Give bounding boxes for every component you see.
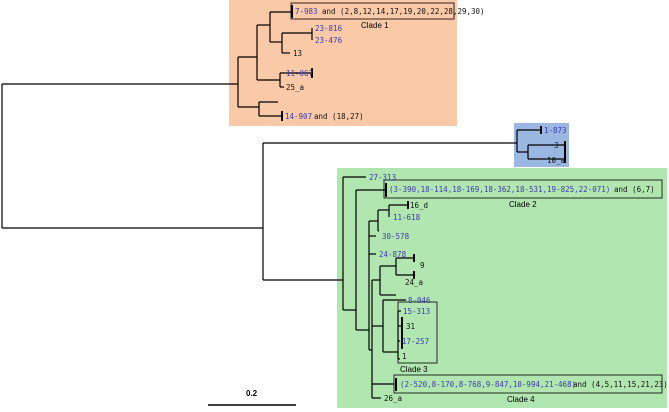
clade-2-box — [383, 179, 663, 199]
leaf-label-25-a: 25_a — [286, 83, 304, 92]
clade-4-label: Clade 4 — [507, 395, 535, 404]
scale-bar-label: 0.2 — [246, 389, 258, 398]
leaf-label-24-878: 24-878 — [379, 250, 407, 259]
leaf-label-1-873: 1-873 — [544, 126, 567, 135]
leaf-label-clade2-group: (3-390,18-114,18-169,18-362,18-531,19-82… — [389, 185, 610, 194]
clade-3-label: Clade 3 — [400, 365, 428, 374]
clade-2-label: Clade 2 — [509, 200, 537, 209]
clade-2-region — [337, 168, 667, 408]
collapsed-clade-ticks — [281, 5, 566, 391]
leaf-label-17-257: 17-257 — [402, 337, 429, 346]
leaf-label-11-618: 11-618 — [393, 213, 421, 222]
leaf-label-26-a: 26_a — [384, 394, 402, 403]
leaf-label-9: 9 — [420, 261, 425, 270]
leaf-label-14-907-group: and (18,27) — [314, 112, 364, 121]
leaf-label-11-067: 11-067 — [286, 69, 313, 78]
leaf-label-30-578: 30-578 — [382, 232, 410, 241]
leaf-label-3: 3 — [554, 141, 559, 150]
leaf-label-16-d: 16_d — [410, 201, 428, 210]
leaf-label-clade2-extra: and (6,7) — [614, 185, 655, 194]
clade-1-label: Clade 1 — [361, 21, 389, 30]
leaf-label-7-983: 7-983 — [295, 7, 318, 16]
leaf-label-8-046: 8-046 — [408, 296, 431, 305]
leaf-label-1: 1 — [402, 352, 407, 361]
leaf-label-27-313: 27-313 — [369, 173, 396, 182]
leaf-label-clade4-extra: and (4,5,11,15,21,23) — [573, 380, 668, 389]
leaf-label-clade4-group: (2-520,8-170,8-768,9-847,10-994,21-468) — [400, 380, 576, 389]
leaf-label-7-983-group: and (2,8,12,14,17,19,20,22,28,29,30) — [322, 7, 485, 16]
clade-1-region — [229, 0, 457, 126]
leaf-label-31: 31 — [406, 322, 415, 331]
leaf-label-14-907: 14-907 — [285, 112, 312, 121]
leaf-label-23-476: 23-476 — [315, 36, 343, 45]
tree-branches — [1, 11, 565, 399]
leaf-label-23-816: 23-816 — [315, 24, 343, 33]
leaf-label-13: 13 — [293, 49, 302, 58]
leaf-label-15-313: 15-313 — [403, 307, 430, 316]
leaf-label-10-a: 10_a — [547, 156, 565, 165]
leaf-label-24-a: 24_a — [405, 278, 423, 287]
